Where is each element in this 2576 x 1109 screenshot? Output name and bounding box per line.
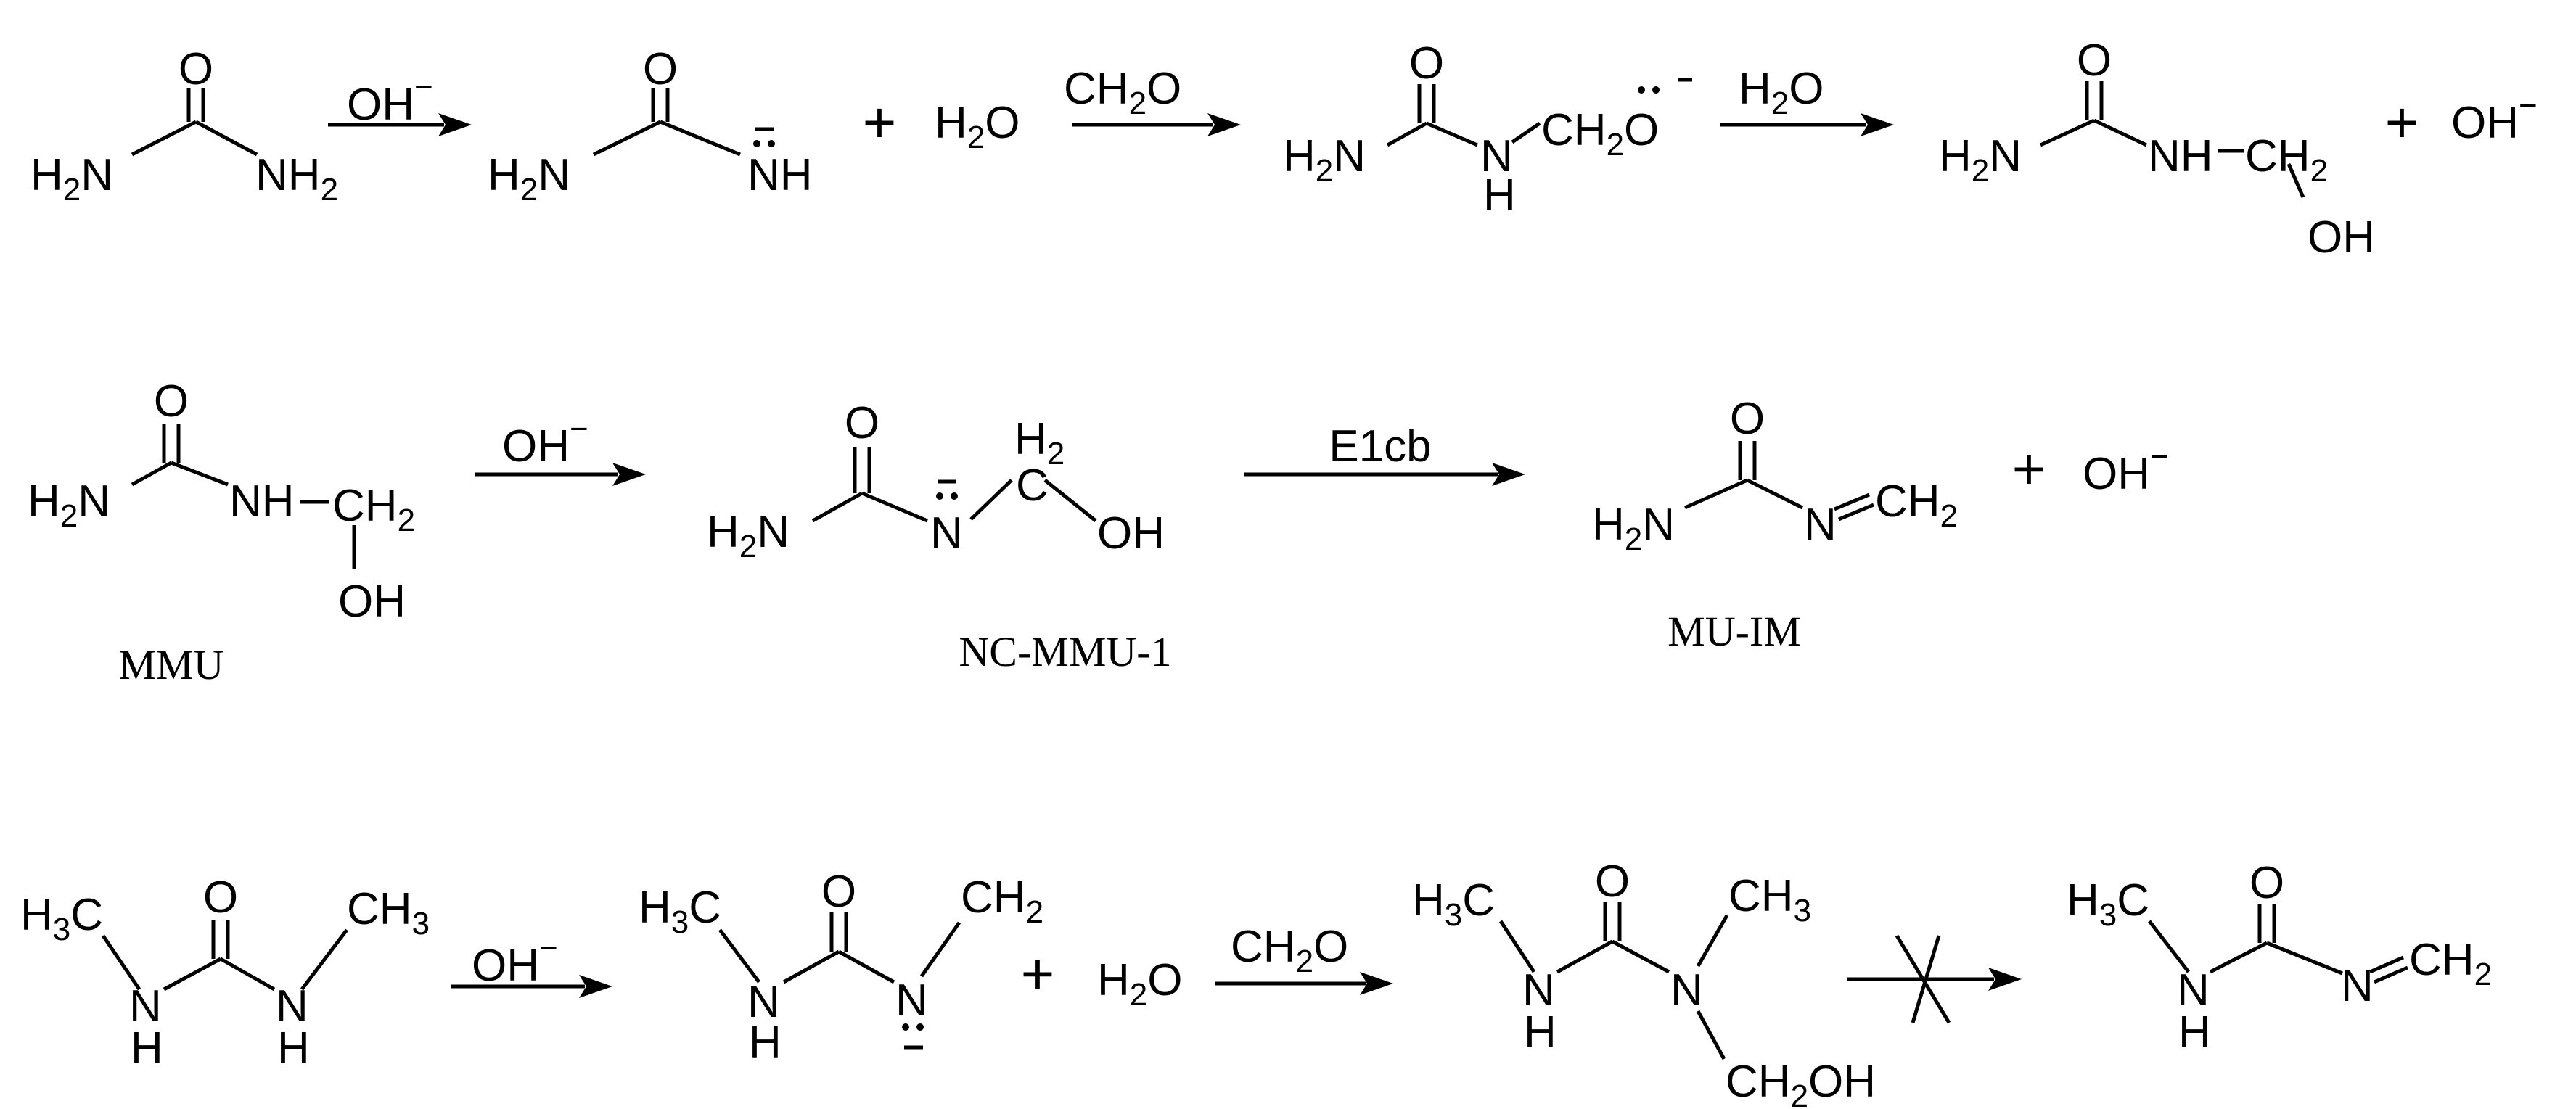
- imine-n: N: [2341, 961, 2374, 1011]
- row3-arrow1-reagent: OH−: [472, 931, 558, 991]
- dmu-anion-molecule: O H3C N H N CH2: [639, 867, 1043, 1068]
- methylolurea-h2n: H2N: [1939, 131, 2022, 189]
- dmu-anion-ch2: CH2: [961, 873, 1043, 930]
- methylolurea-oxygen: O: [2077, 36, 2112, 86]
- row1-arrow-2: CH2O: [1064, 64, 1241, 136]
- ncmmu-n: N: [930, 508, 963, 558]
- row3-plus: +: [1021, 941, 1055, 1006]
- urea-nh2: NH2: [255, 150, 338, 207]
- methylolurea-molecule: O H2N NH CH2 OH: [1939, 36, 2375, 263]
- adduct-ch3: CH3: [1728, 871, 1811, 928]
- muim-h2n: H2N: [1592, 500, 1675, 557]
- row1-arrow1-reagent: OH−: [347, 70, 433, 130]
- row3-arrow2-reagent: CH2O: [1231, 922, 1348, 979]
- row1-arrow2-reagent: CH2O: [1064, 64, 1181, 121]
- row1-plus-1: +: [863, 90, 897, 154]
- row3-arrow-1: OH−: [451, 931, 612, 998]
- methyl-imine-molecule: O H3C N H N CH2: [2067, 858, 2492, 1058]
- muim-oxygen: O: [1730, 394, 1765, 444]
- dmu-n-right: N: [276, 981, 308, 1031]
- mmu-oh: OH: [338, 577, 406, 627]
- row3-water: H2O: [1097, 955, 1183, 1013]
- dmu-n-left: N: [129, 981, 162, 1031]
- imine-n-left: N: [2177, 965, 2210, 1015]
- mmu-h2n: H2N: [28, 477, 110, 534]
- anion-h2n: H2N: [488, 150, 570, 207]
- anion-nh: NH: [747, 150, 813, 200]
- imine-ch2: CH2: [2409, 935, 2492, 992]
- alkoxide-h: H: [1483, 170, 1516, 220]
- dmu-adduct-molecule: O H3C CH3 N H N CH2OH: [1412, 857, 1876, 1109]
- row2-arrow-1: OH−: [475, 411, 646, 486]
- dmu-anion-n-left: N: [747, 977, 780, 1027]
- adduct-oxygen: O: [1595, 857, 1630, 907]
- ncmmu-oxygen: O: [845, 398, 879, 448]
- adduct-h3c: H3C: [1412, 875, 1495, 933]
- dmu-anion-oxygen: O: [821, 867, 856, 917]
- ncmmu-caption: NC-MMU-1: [959, 628, 1171, 675]
- alkoxide-n: N: [1480, 131, 1513, 181]
- row1-plus-2: +: [2385, 90, 2419, 154]
- row3-blocked-arrow: [1847, 934, 2022, 1024]
- mmu-ch2: CH2: [332, 481, 415, 538]
- dmu-ch3: CH3: [347, 884, 430, 941]
- muim-n: N: [1804, 500, 1837, 550]
- urea-anion-molecule: O H2N NH: [488, 44, 813, 207]
- mu-im-molecule: O H2N N CH2 MU-IM: [1592, 394, 1958, 655]
- dmu-h3c: H3C: [20, 890, 103, 947]
- mmu-caption: MMU: [118, 641, 223, 688]
- row1-arrow-3: H2O: [1720, 64, 1894, 136]
- dmu-h-left: H: [131, 1023, 163, 1073]
- dimethylurea-molecule: O H3C CH3 N H N H: [20, 873, 430, 1073]
- block-mark-1: [1895, 934, 1951, 1024]
- mmu-nh: NH: [229, 477, 295, 527]
- alkoxide-oxygen: O: [1409, 38, 1444, 88]
- row1-arrow3-reagent: H2O: [1739, 64, 1824, 121]
- dmu-anion-n: N: [895, 976, 928, 1026]
- ncmmu-h2n: H2N: [707, 507, 789, 564]
- dmu-anion-h-left: H: [749, 1018, 782, 1068]
- adduct-n: N: [1670, 965, 1703, 1015]
- methylolurea-nh: NH: [2148, 131, 2213, 181]
- muim-ch2: CH2: [1875, 477, 1958, 534]
- mmu-molecule: O H2N NH CH2 OH MMU: [28, 376, 415, 688]
- dmu-oxygen: O: [203, 873, 238, 923]
- imine-h3c: H3C: [2067, 875, 2149, 933]
- row1-water: H2O: [935, 98, 1020, 155]
- methylolurea-ch2: CH2: [2245, 131, 2328, 189]
- ncmmu-oh: OH: [1097, 508, 1165, 558]
- adduct-n-left: N: [1522, 965, 1555, 1015]
- row2-arrow1-reagent: OH−: [502, 411, 588, 471]
- adduct-ch2oh: CH2OH: [1726, 1057, 1876, 1109]
- row2-hydroxide: OH−: [2083, 439, 2169, 499]
- row1-arrow-1: OH−: [328, 70, 472, 136]
- row2-arrow-2: E1cb: [1244, 421, 1525, 486]
- imine-oxygen: O: [2249, 858, 2284, 908]
- nc-mmu-1-molecule: O H2N N H2 C OH NC-MMU-1: [707, 398, 1172, 675]
- urea-oxygen: O: [179, 44, 213, 94]
- alkoxide-ch2o: CH2O: [1541, 105, 1659, 162]
- dmu-anion-h3c: H3C: [639, 883, 721, 940]
- row2-arrow2-reagent: E1cb: [1329, 421, 1431, 471]
- alkoxide-h2n: H2N: [1283, 131, 1366, 189]
- mmu-oxygen: O: [154, 376, 189, 426]
- ncmmu-c: C: [1016, 461, 1049, 511]
- row3-arrow-2: CH2O: [1215, 922, 1393, 995]
- urea-h2n: H2N: [30, 150, 113, 207]
- anion-oxygen: O: [643, 44, 678, 94]
- alkoxide-molecule: O H2N N H CH2O: [1283, 38, 1692, 220]
- block-mark-2: [1911, 935, 1941, 1023]
- muim-caption: MU-IM: [1668, 608, 1801, 655]
- methylolurea-oh: OH: [2308, 213, 2375, 263]
- dmu-h-right: H: [277, 1023, 310, 1073]
- urea-molecule: O H2N NH2: [30, 44, 338, 207]
- adduct-h-left: H: [1524, 1007, 1556, 1058]
- row1-hydroxide: OH−: [2451, 88, 2538, 148]
- imine-h-left: H: [2178, 1007, 2211, 1058]
- row2-plus: +: [2012, 437, 2046, 501]
